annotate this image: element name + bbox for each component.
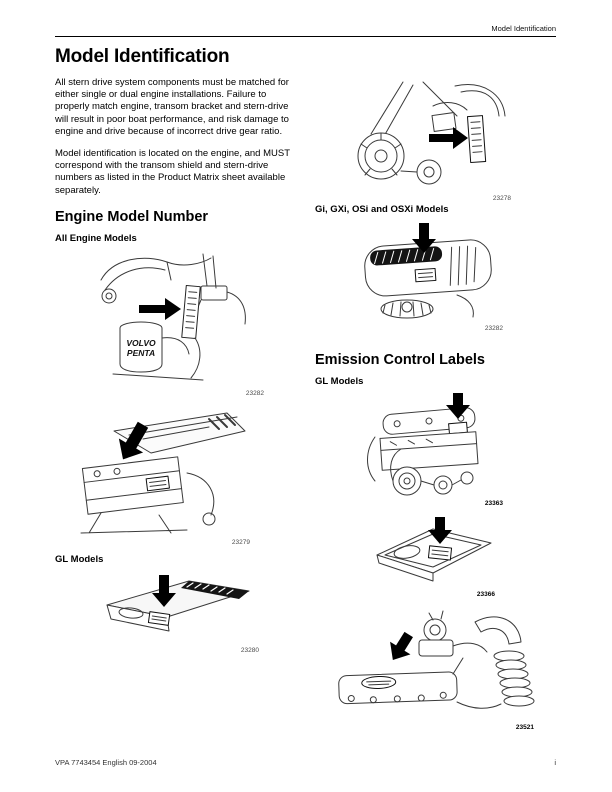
gl-cover-illustration (106, 574, 250, 632)
page-title: Model Identification (55, 46, 230, 67)
running-header: Model Identification (55, 24, 556, 33)
emission-engine-illustration (367, 393, 479, 496)
engine-rear-illustration: VOLVO PENTA (100, 253, 246, 381)
subheading-gl-models-left: GL Models (55, 553, 104, 565)
figure-belt-pulleys: 23278 (337, 78, 515, 202)
pointer-arrow (152, 574, 176, 607)
pointer-arrow (429, 127, 468, 149)
figure-number: 23521 (515, 724, 534, 731)
figure-emission-engine: 23363 (357, 393, 507, 507)
intro-paragraph-2: Model identification is located on the e… (55, 148, 290, 196)
pointer-arrow (139, 297, 181, 320)
right-column: 23278 Gi, GXi, OSi and OSXi Models (315, 46, 558, 731)
belt-pulleys-illustration (357, 81, 506, 185)
engine-side-illustration (80, 412, 246, 534)
figure-engine-side: 23279 (59, 407, 254, 546)
subheading-all-engine-models: All Engine Models (55, 232, 137, 244)
figure-number: 23278 (492, 195, 511, 202)
section-emission-control-labels: Emission Control Labels (315, 352, 485, 368)
subheading-gi-gxi-models: Gi, GXi, OSi and OSXi Models (315, 204, 449, 215)
pointer-arrow (446, 393, 470, 419)
header-rule (55, 36, 556, 37)
gi-cover-illustration (364, 223, 492, 319)
intro-paragraph-1: All stern drive system components must b… (55, 77, 289, 137)
figure-number: 23280 (240, 646, 259, 654)
page-footer: VPA 7743454 English 09-2004 i (55, 758, 556, 767)
filter-brand-line2: PENTA (127, 348, 155, 358)
footer-page-number: i (554, 758, 556, 767)
section-engine-model-number: Engine Model Number (55, 208, 209, 225)
figure-number: 23282 (484, 325, 503, 332)
figure-number: 23282 (245, 389, 264, 397)
figure-number: 23279 (231, 538, 250, 546)
figure-transom-assembly: 23521 (333, 604, 538, 731)
emission-cover-illustration (376, 517, 492, 582)
figure-gl-cover: 23280 (93, 571, 263, 654)
figure-engine-rear: VOLVO PENTA 23282 (83, 248, 268, 397)
subheading-gl-models-right: GL Models (315, 376, 364, 387)
running-header-text: Model Identification (491, 24, 556, 33)
pointer-arrow (428, 517, 452, 544)
left-column: Model Identification All stern drive sys… (55, 46, 298, 654)
transom-assembly-illustration (338, 610, 535, 709)
figure-number: 23366 (476, 591, 495, 598)
pointer-arrow (118, 421, 149, 460)
figure-emission-cover: 23366 (369, 517, 499, 598)
figure-number: 23363 (484, 500, 503, 507)
filter-brand-line1: VOLVO (126, 338, 156, 348)
footer-publication-info: VPA 7743454 English 09-2004 (55, 758, 157, 767)
pointer-arrow (390, 631, 413, 660)
figure-gi-cover: 23282 (349, 223, 507, 332)
pointer-arrow (412, 223, 436, 253)
